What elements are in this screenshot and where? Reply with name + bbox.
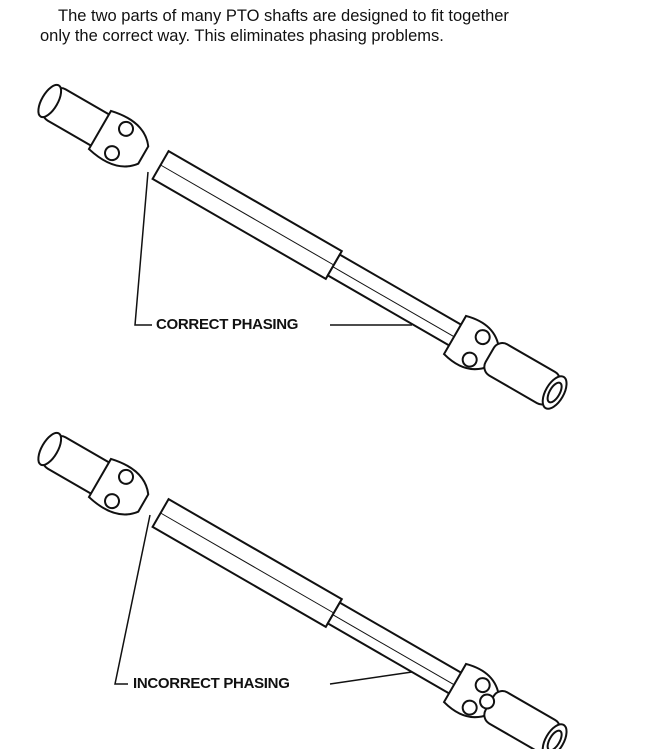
caption-text: The two parts of many PTO shafts are des… [40,6,509,46]
shaft-incorrect [29,422,576,749]
caption-line-2: only the correct way. This eliminates ph… [40,27,444,45]
correct-phasing-label: CORRECT PHASING [156,316,299,333]
caption-line-1: The two parts of many PTO shafts are des… [58,7,509,25]
leader-lines-correct [134,171,412,326]
leader-lines-incorrect [114,514,413,685]
incorrect-phasing-label: INCORRECT PHASING [133,675,290,692]
shaft-correct [29,74,576,420]
